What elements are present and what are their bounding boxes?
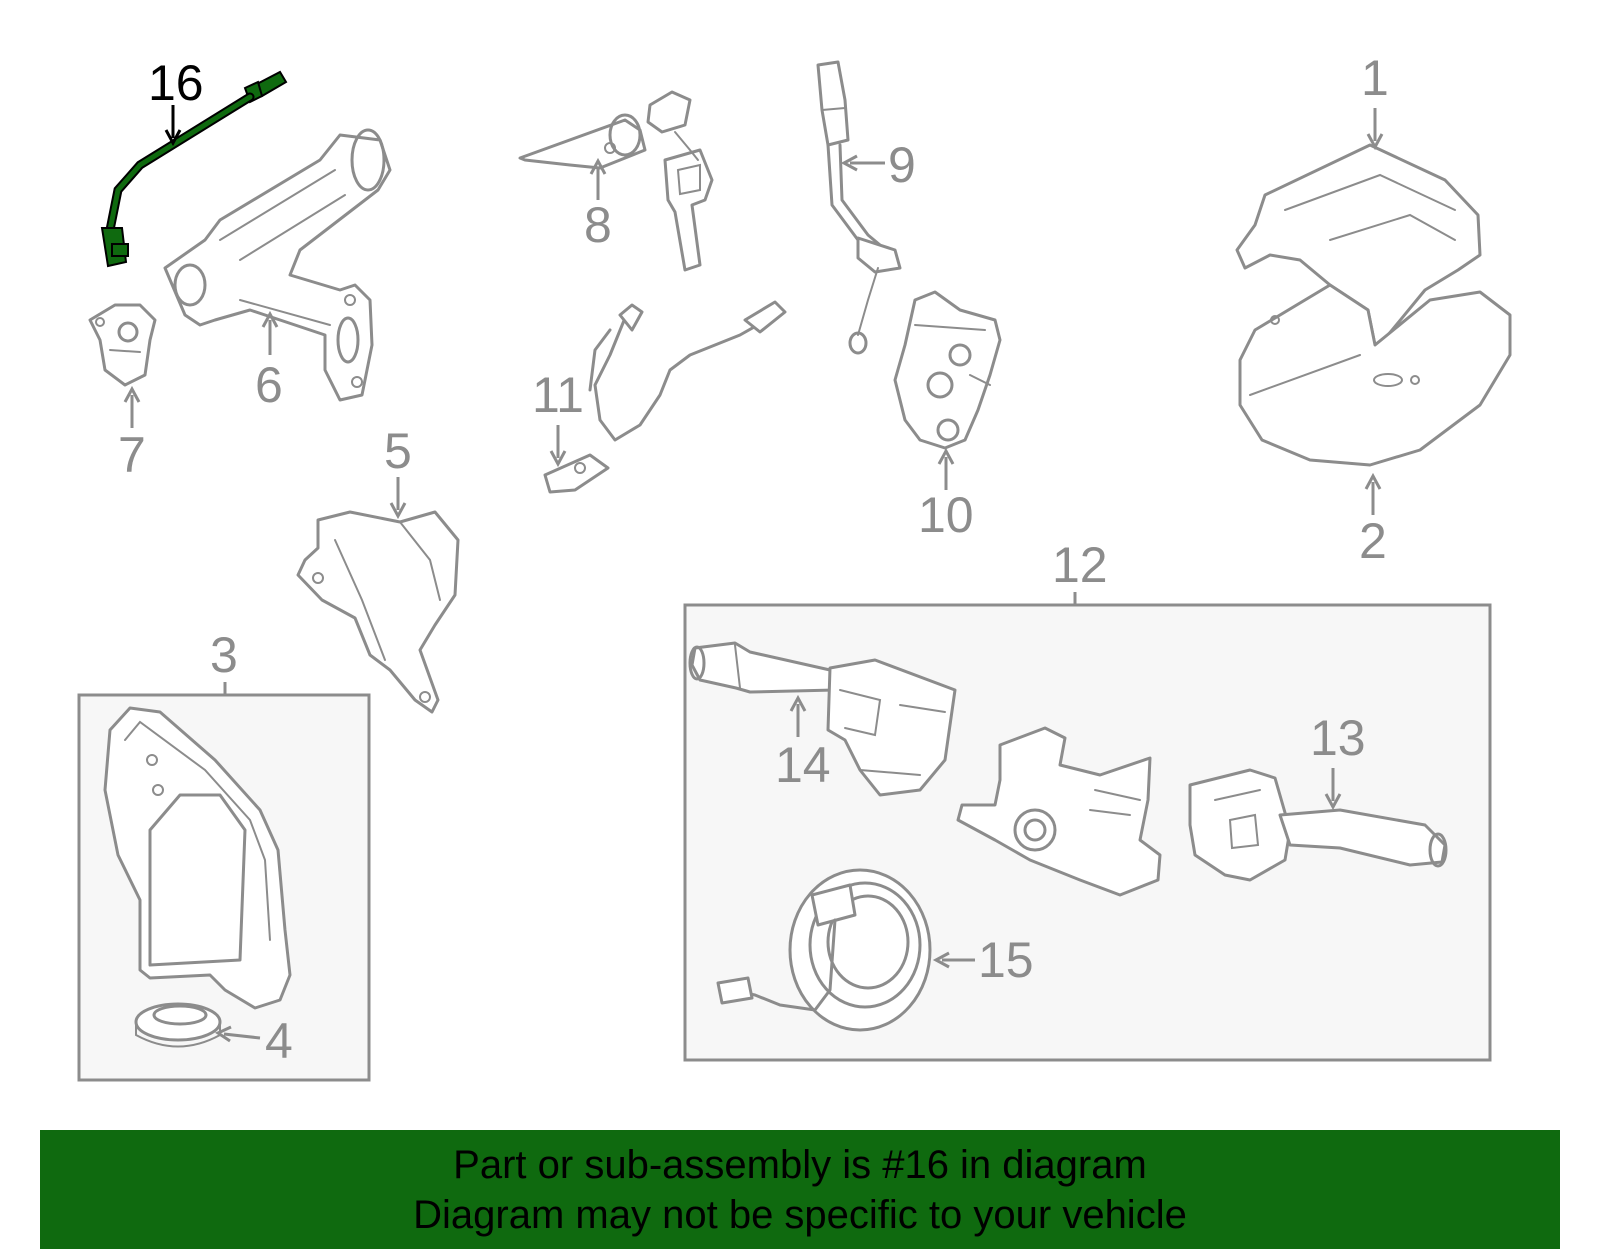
callout-5-arrowhead bbox=[389, 502, 407, 520]
part-2-lower-column-cover[interactable] bbox=[1238, 283, 1512, 467]
callout-16: 16 bbox=[148, 55, 204, 111]
part-8-ignition-cylinder-keys[interactable] bbox=[518, 90, 714, 272]
notice-banner: Part or sub-assembly is #16 in diagram D… bbox=[40, 1130, 1560, 1249]
callout-10-arrowhead bbox=[937, 447, 955, 465]
callout-14-arrowhead bbox=[789, 694, 807, 712]
callout-6: 6 bbox=[255, 357, 283, 413]
callout-14: 14 bbox=[775, 737, 831, 793]
banner-line-2: Diagram may not be specific to your vehi… bbox=[413, 1193, 1187, 1237]
callout-12: 12 bbox=[1052, 537, 1108, 593]
part-15-spiral-cable[interactable] bbox=[716, 868, 932, 1032]
callout-4: 4 bbox=[265, 1013, 293, 1069]
callout-11: 11 bbox=[532, 367, 584, 423]
part-4-seal-ring[interactable] bbox=[134, 1002, 222, 1048]
callout-15: 15 bbox=[978, 932, 1034, 988]
callout-1-arrowhead bbox=[1366, 133, 1384, 151]
part-11-wire-assembly[interactable] bbox=[543, 300, 787, 494]
callout-10: 10 bbox=[918, 487, 974, 543]
callout-13: 13 bbox=[1310, 710, 1366, 766]
part-5-boot[interactable] bbox=[296, 510, 460, 714]
part-3-column-boot-cover[interactable] bbox=[103, 706, 292, 1010]
part-7-bracket[interactable] bbox=[88, 303, 157, 387]
callout-9-arrowhead bbox=[840, 154, 858, 172]
part-14-turn-signal-switch[interactable] bbox=[688, 641, 957, 797]
callout-11-arrowhead bbox=[549, 450, 567, 468]
callout-15-arrowhead bbox=[932, 951, 950, 969]
part-16-wire-harness[interactable] bbox=[100, 70, 288, 268]
callout-1: 1 bbox=[1361, 50, 1389, 106]
part-6-column-tube[interactable] bbox=[163, 128, 392, 402]
callout-4-arrowhead bbox=[214, 1025, 232, 1043]
part-10-lock-housing[interactable] bbox=[893, 290, 1002, 450]
part-12-switch-body[interactable] bbox=[956, 726, 1162, 897]
part-9-lock-cable[interactable] bbox=[816, 60, 902, 355]
callout-2: 2 bbox=[1359, 513, 1387, 569]
callout-8-arrowhead bbox=[589, 157, 607, 175]
callout-5: 5 bbox=[384, 423, 412, 479]
callout-7-arrowhead bbox=[123, 385, 141, 403]
callout-16-arrowhead bbox=[164, 129, 182, 147]
callout-2-arrowhead bbox=[1364, 472, 1382, 490]
part-13-wiper-switch[interactable] bbox=[1188, 768, 1448, 882]
callout-13-arrowhead bbox=[1324, 793, 1342, 811]
callout-3: 3 bbox=[210, 627, 238, 683]
banner-line-1: Part or sub-assembly is #16 in diagram bbox=[453, 1143, 1147, 1187]
callout-7: 7 bbox=[118, 427, 146, 483]
callout-4-leader bbox=[223, 1032, 261, 1040]
callout-8: 8 bbox=[584, 197, 612, 253]
callout-6-arrowhead bbox=[261, 310, 279, 328]
callout-9: 9 bbox=[888, 137, 916, 193]
